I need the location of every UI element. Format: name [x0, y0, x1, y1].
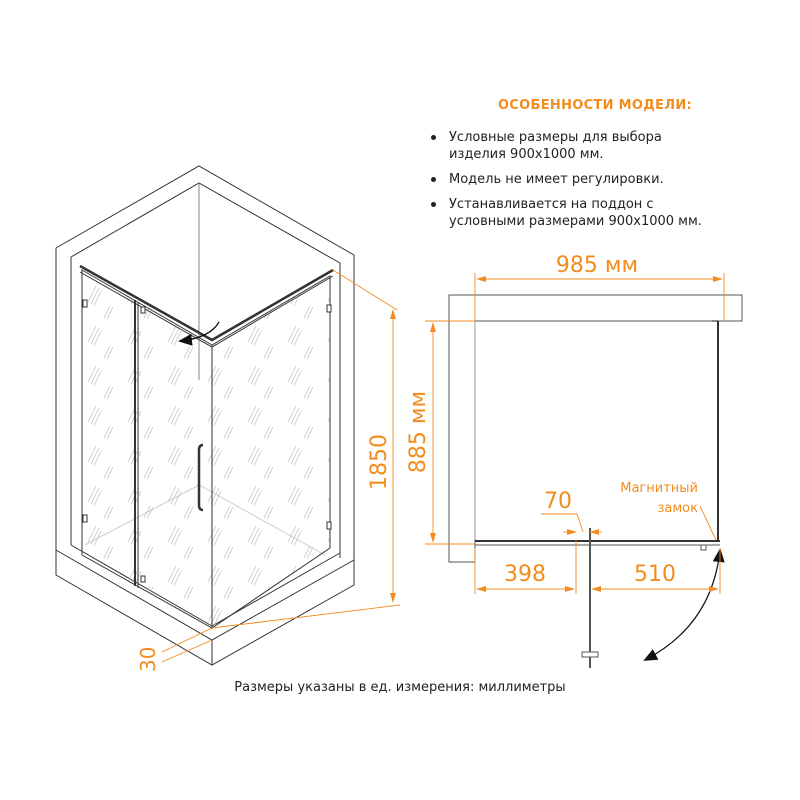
model-features-panel: ОСОБЕННОСТИ МОДЕЛИ: Условные размеры для…: [425, 98, 755, 238]
feature-text: Модель не имеет регулировки.: [449, 172, 664, 187]
feature-text: условными размерами 900x1000 мм.: [449, 214, 702, 229]
feature-text: изделия 900x1000 мм.: [449, 147, 604, 162]
right-segment-dimension-label: 510: [634, 562, 676, 587]
gap-dimension-label: 70: [544, 489, 572, 514]
tray-height-dimension-label: 30: [136, 647, 160, 672]
plan-dimensions: [425, 273, 725, 594]
feature-item: Устанавливается на поддон с условными ра…: [425, 196, 755, 230]
feature-text: Условные размеры для выбора: [449, 130, 662, 145]
magnetic-lock-label: Магнитный: [620, 481, 698, 496]
feature-item: Условные размеры для выбора изделия 900x…: [425, 129, 755, 163]
features-title: ОСОБЕННОСТИ МОДЕЛИ:: [497, 98, 693, 113]
width-dimension-label: 985 мм: [556, 253, 638, 278]
isometric-shower-enclosure: [55, 165, 355, 666]
plan-view: [448, 294, 743, 668]
height-dimension-label: 1850: [367, 434, 392, 490]
isometric-dimensions: [161, 269, 401, 663]
features-list: Условные размеры для выбора изделия 900x…: [425, 129, 755, 230]
depth-dimension-label: 885 мм: [406, 391, 431, 473]
magnetic-lock-label: замок: [658, 501, 699, 516]
feature-item: Модель не имеет регулировки.: [425, 171, 755, 188]
left-segment-dimension-label: 398: [504, 562, 546, 587]
units-note: Размеры указаны в ед. измерения: миллиме…: [234, 680, 566, 695]
feature-text: Устанавливается на поддон с: [449, 197, 654, 212]
